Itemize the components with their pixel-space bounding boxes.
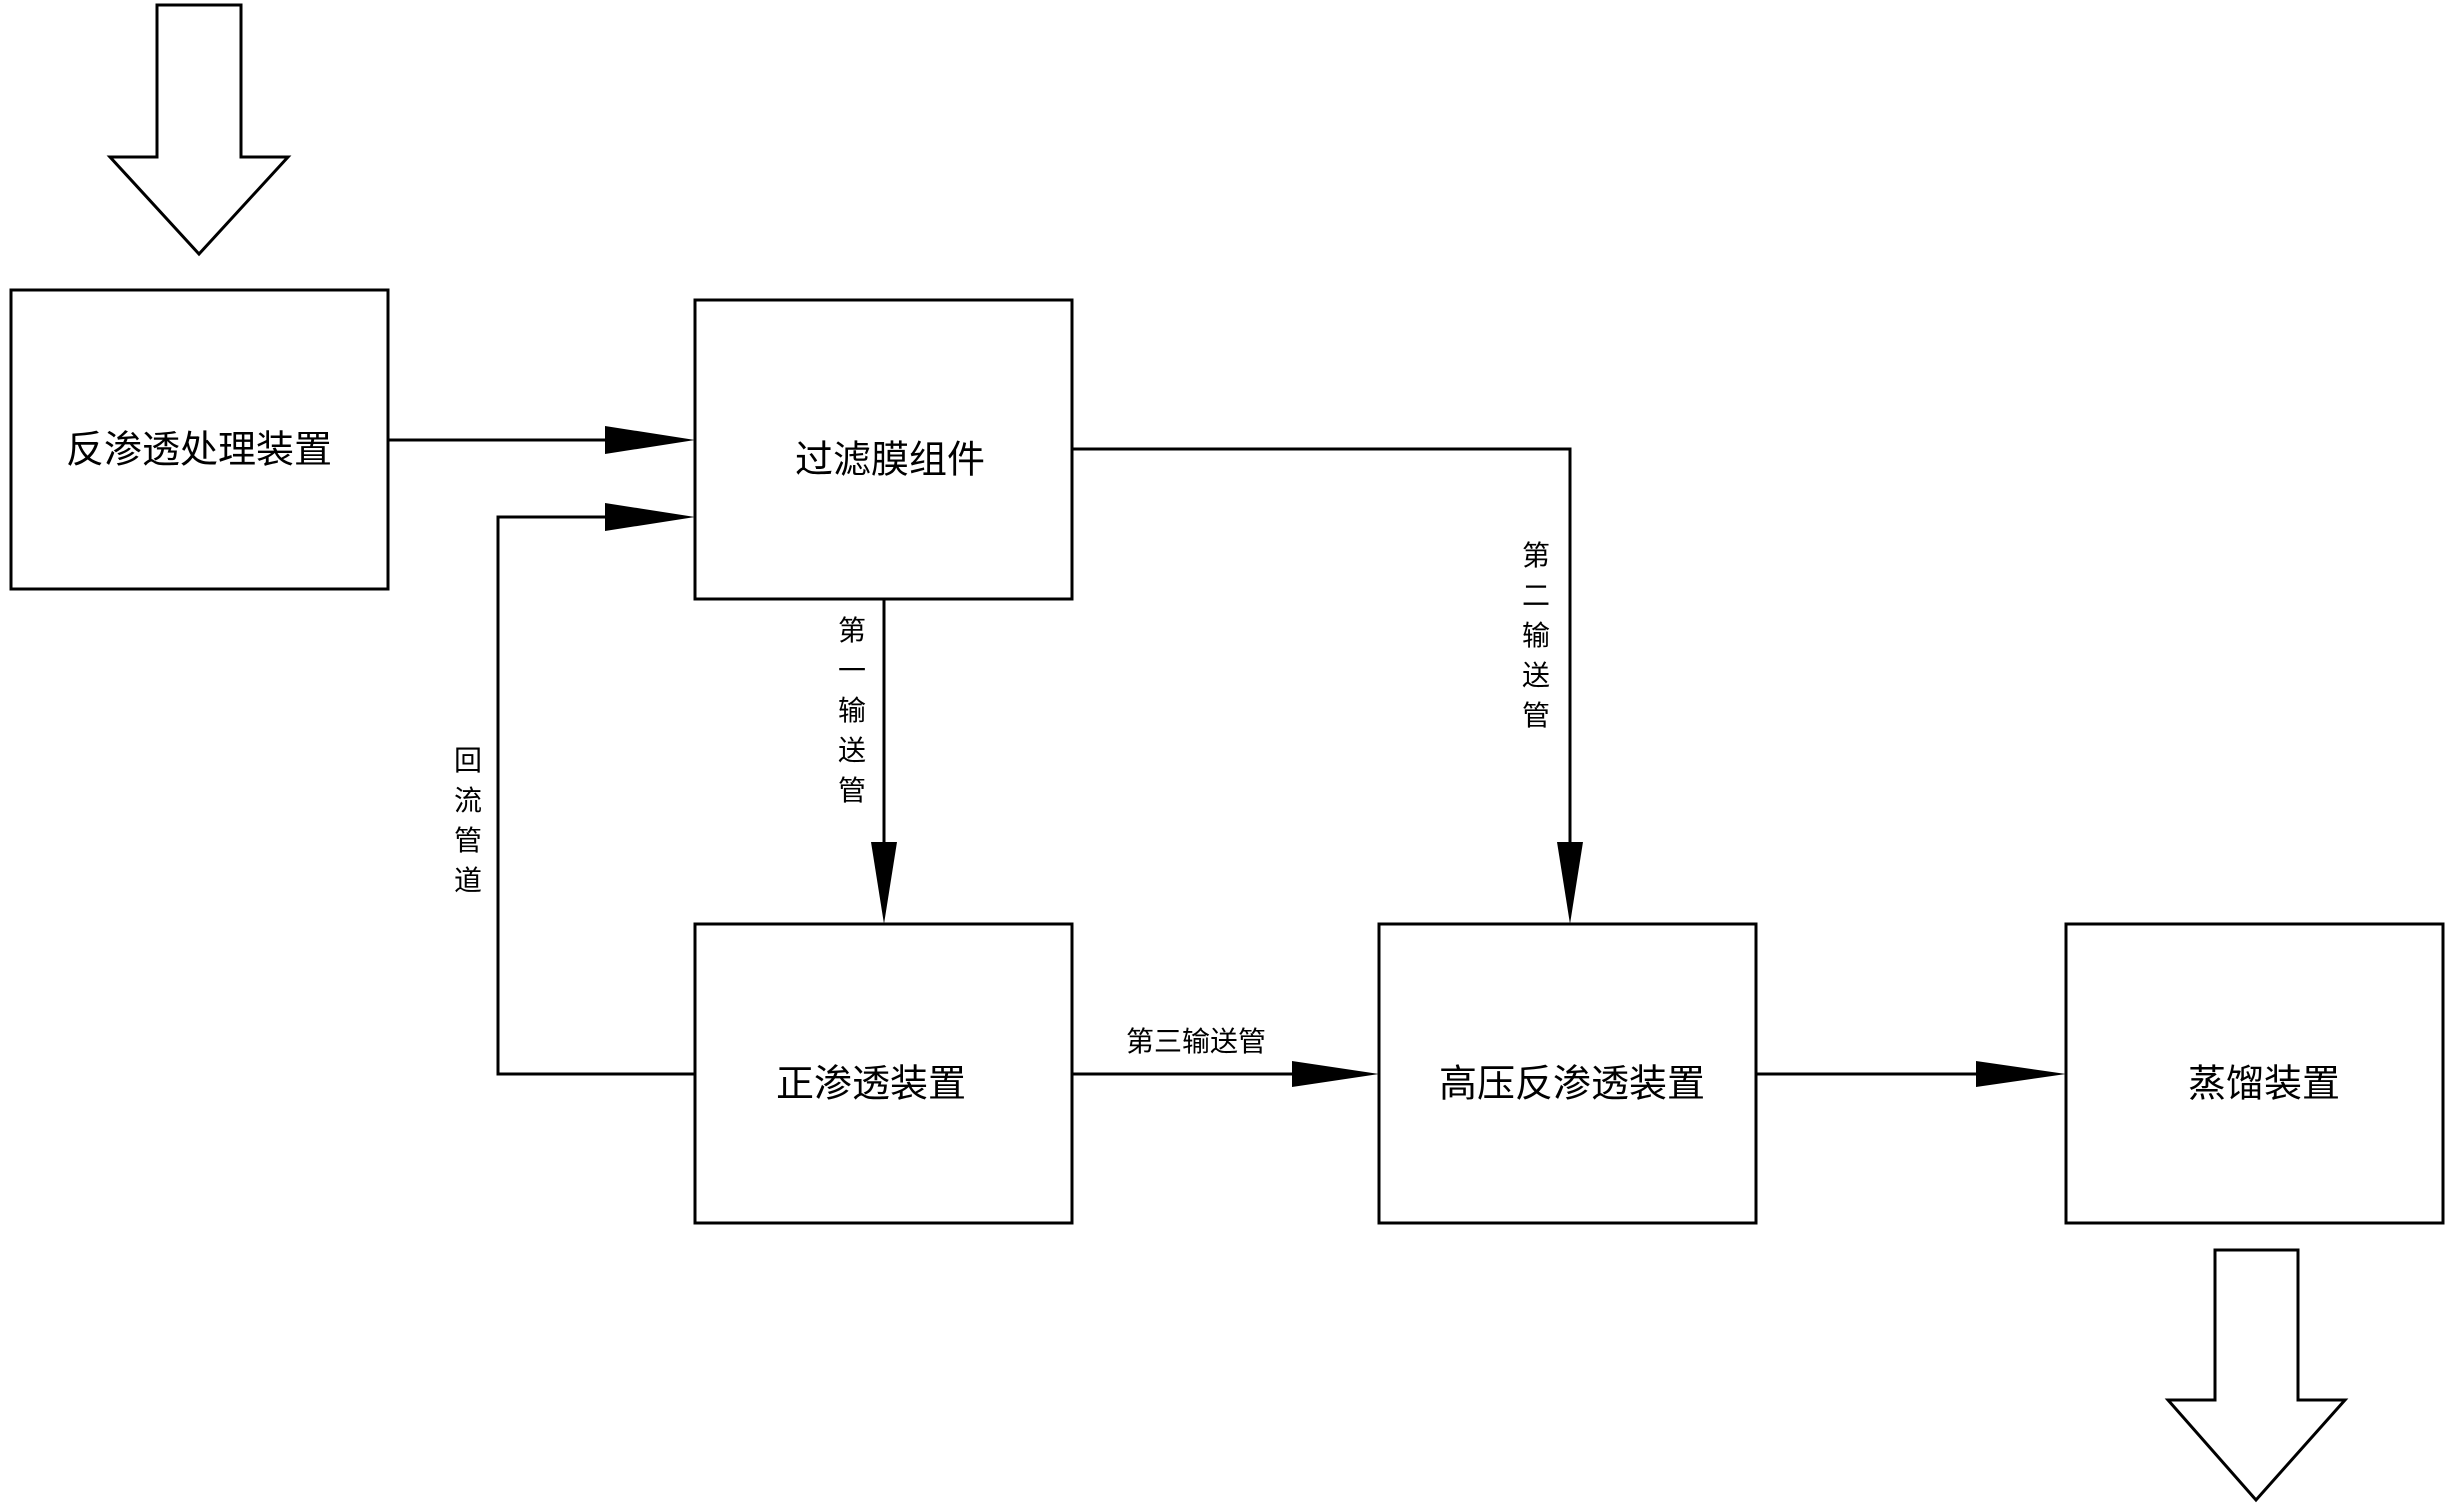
device-ro-pretreatment: 反渗透处理装置 bbox=[9, 288, 390, 591]
vertical-label-char: 送 bbox=[838, 734, 866, 767]
vertical-label-char: 第 bbox=[1522, 539, 1550, 572]
pipe-label-third-delivery: 第三输送管 bbox=[1126, 1025, 1266, 1058]
inlet-arrow bbox=[106, 3, 292, 257]
vertical-label-char: 一 bbox=[838, 654, 866, 687]
outlet-arrow bbox=[2164, 1248, 2349, 1503]
vertical-label-char: 送 bbox=[1522, 659, 1550, 692]
pipe-label-second-delivery: 第二输送管 bbox=[1522, 539, 1550, 732]
vertical-label-char: 管 bbox=[838, 774, 866, 807]
device-high-pressure-ro-label: 高压反渗透装置 bbox=[1439, 1062, 1705, 1106]
device-forward-osmosis-label: 正渗透装置 bbox=[776, 1062, 966, 1106]
vertical-label-char: 回 bbox=[454, 744, 482, 777]
device-forward-osmosis: 正渗透装置 bbox=[693, 922, 1074, 1225]
vertical-label-char: 管 bbox=[454, 824, 482, 857]
vertical-label-char: 输 bbox=[838, 694, 866, 727]
connector-ro-to-filter bbox=[388, 426, 695, 454]
connector-hpro-to-distillation bbox=[1756, 1061, 2066, 1087]
device-high-pressure-ro: 高压反渗透装置 bbox=[1377, 922, 1758, 1225]
vertical-label-char: 第 bbox=[838, 614, 866, 647]
device-ro-pretreatment-label: 反渗透处理装置 bbox=[66, 428, 332, 472]
vertical-label-char: 流 bbox=[454, 784, 482, 817]
vertical-label-char: 道 bbox=[454, 864, 482, 897]
device-distillation: 蒸馏装置 bbox=[2064, 922, 2445, 1225]
device-filter-membrane: 过滤膜组件 bbox=[693, 298, 1074, 601]
connector-second-delivery bbox=[1072, 447, 1583, 924]
device-distillation-label: 蒸馏装置 bbox=[2188, 1062, 2340, 1106]
vertical-label-char: 输 bbox=[1522, 619, 1550, 652]
vertical-label-char: 管 bbox=[1522, 699, 1550, 732]
connector-return-pipe bbox=[496, 503, 695, 1076]
pipe-label-first-delivery: 第一输送管 bbox=[838, 614, 866, 807]
connector-first-delivery bbox=[871, 599, 897, 924]
device-filter-membrane-label: 过滤膜组件 bbox=[795, 438, 985, 482]
vertical-label-char: 二 bbox=[1522, 579, 1550, 612]
connector-third-delivery bbox=[1072, 1061, 1379, 1087]
pipe-label-return-pipe: 回流管道 bbox=[454, 744, 482, 897]
